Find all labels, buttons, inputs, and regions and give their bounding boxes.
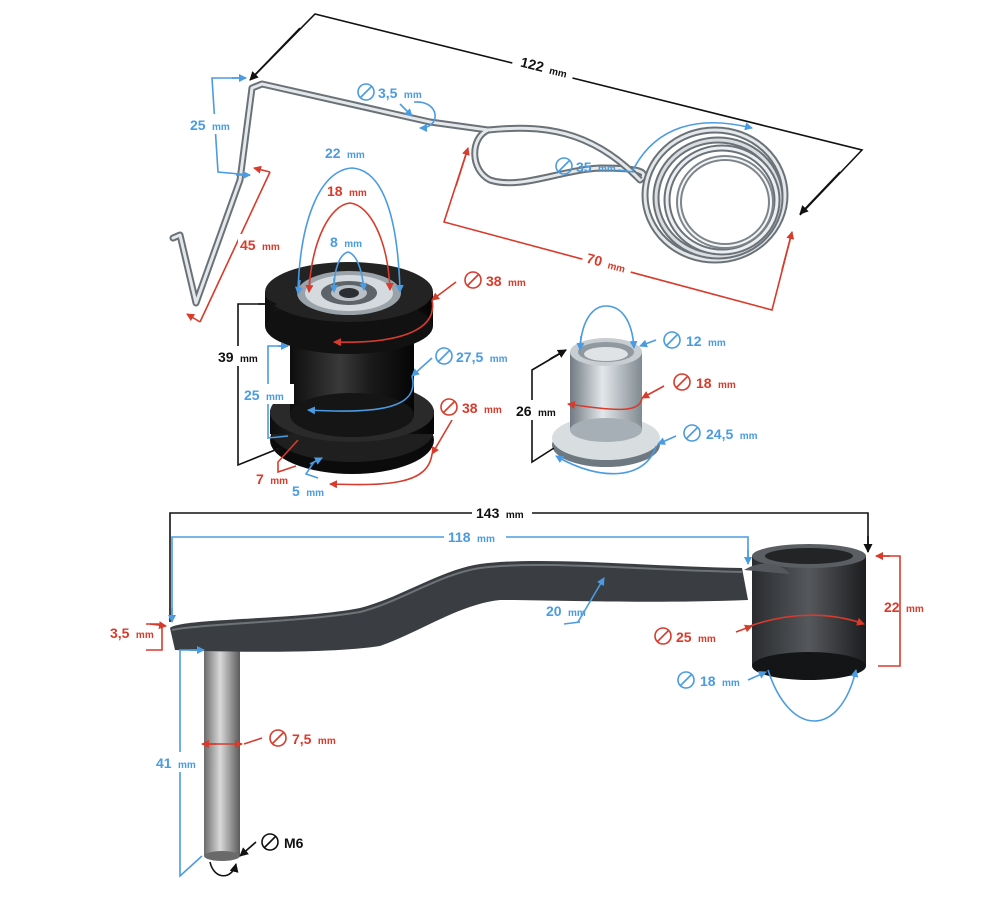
arm-pin-dia-label: 7,5 mm: [292, 731, 336, 748]
bushing-inner-label: 12 mm: [686, 333, 726, 350]
arm-thick-dimension: 3,5 mm: [110, 621, 167, 651]
roller-mid-top-label: 18 mm: [327, 183, 367, 200]
roller-flange-top-label: 38 mm: [486, 273, 526, 290]
roller-body-dia-dimension: 27,5 mm: [307, 347, 508, 415]
roller-height-label: 39 mm: [218, 349, 258, 366]
bushing-part: [552, 338, 660, 467]
roller-flange-thick-label: 7 mm: [256, 471, 288, 488]
spring-wire-dimension: 3,5 mm: [357, 83, 436, 132]
spring-wire-label: 3,5 mm: [378, 85, 422, 102]
spring-loop-label: 70 mm: [585, 250, 628, 277]
arm-sleeve-outer-label: 25 mm: [676, 629, 716, 646]
arm-part: [170, 544, 866, 861]
spring-length-dimension: 122 mm: [249, 13, 864, 216]
bushing-outer-dimension: 18 mm: [567, 373, 736, 411]
bushing-height-dimension: 26 mm: [512, 349, 567, 464]
arm-thread-label: M6: [284, 835, 304, 851]
roller-bore-dimension: 8 mm: [330, 234, 368, 293]
arm-total-dimension: 143 mm: [169, 502, 873, 622]
spring-length-label: 122 mm: [519, 54, 569, 82]
bushing-inner-dimension: 12 mm: [576, 305, 726, 351]
arm-thread-dimension: M6: [209, 833, 304, 877]
spring-coil-label: 35 mm: [576, 159, 616, 176]
bushing-collar-dimension: 24,5 mm: [555, 424, 758, 475]
arm-span-dimension: 118 mm: [168, 527, 752, 623]
spring-height-dimension: 25 mm: [186, 74, 251, 179]
roller-flange-top-dimension: 38 mm: [333, 271, 526, 347]
arm-thick-label: 3,5 mm: [110, 625, 154, 642]
arm-pin-dia-dimension: 7,5 mm: [201, 729, 336, 748]
spring-part: [169, 80, 789, 307]
roller-body-len-label: 25 mm: [244, 387, 284, 404]
spring-coil-dimension: 35 mm: [555, 122, 753, 176]
roller-flange-bottom-label: 38 mm: [462, 400, 502, 417]
roller-flange-thick-dimension: 7 mm: [256, 439, 299, 488]
roller-rim-dimension: 5 mm: [292, 457, 324, 500]
bushing-outer-label: 18 mm: [696, 375, 736, 392]
arm-pin-len-dimension: 41 mm: [152, 646, 205, 878]
roller-body-len-dimension: 25 mm: [242, 342, 294, 439]
arm-sleeve-len-label: 22 mm: [884, 599, 924, 616]
arm-span-label: 118 mm: [448, 529, 495, 546]
arm-sleeve-inner-dimension: 18 mm: [677, 669, 859, 722]
roller-flange-bottom-dimension: 38 mm: [329, 398, 502, 489]
spring-leg-dimension: 45 mm: [186, 165, 288, 323]
arm-sleeve-outer-dimension: 25 mm: [654, 614, 865, 646]
arm-pin-len-label: 41 mm: [156, 755, 196, 772]
roller-body-dia-label: 27,5 mm: [456, 349, 508, 366]
spring-leg-label: 45 mm: [240, 237, 280, 254]
arm-total-label: 143 mm: [476, 505, 524, 522]
arm-sleeve-inner-label: 18 mm: [700, 673, 740, 690]
arm-sleeve-len-dimension: 22 mm: [875, 552, 924, 667]
roller-rim-label: 5 mm: [292, 483, 324, 500]
roller-outer-top-dimension: 22 mm: [295, 145, 404, 295]
bushing-height-label: 26 mm: [516, 403, 556, 420]
arm-width-label: 20 mm: [546, 603, 586, 620]
roller-outer-top-label: 22 mm: [325, 145, 365, 162]
bushing-collar-label: 24,5 mm: [706, 426, 758, 443]
roller-mid-top-dimension: 18 mm: [305, 183, 394, 293]
roller-height-dimension: 39 mm: [214, 299, 281, 467]
spring-height-label: 25 mm: [190, 117, 230, 134]
arm-width-dimension: 20 mm: [546, 577, 605, 625]
spring-loop-dimension: 70 mm: [442, 147, 795, 311]
roller-bore-label: 8 mm: [330, 234, 362, 251]
roller-part: [265, 262, 434, 474]
